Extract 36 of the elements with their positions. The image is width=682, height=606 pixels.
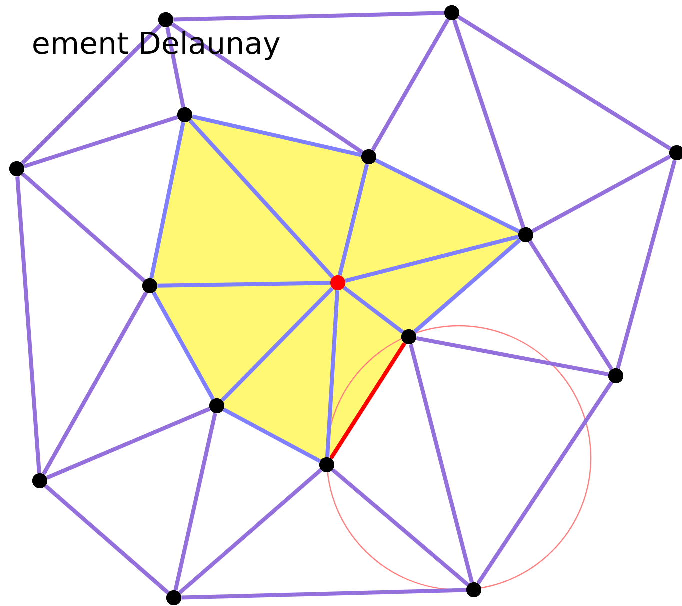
mesh-edge [171, 22, 364, 154]
mesh-edge [414, 238, 522, 334]
mesh-edge [329, 342, 407, 460]
mesh-edge [528, 240, 614, 371]
mesh-edge [532, 154, 672, 234]
mesh-edge [178, 468, 322, 594]
mesh-edge [325, 290, 340, 458]
mesh-edge [338, 164, 370, 276]
mesh-edge [158, 281, 330, 288]
mesh-edge [332, 468, 470, 587]
mesh-edge [21, 24, 162, 165]
mesh-edge [46, 407, 211, 480]
mesh-edge [188, 119, 334, 279]
mesh-edge [616, 160, 677, 370]
mesh-edge [174, 413, 218, 591]
mesh-edge [21, 172, 146, 282]
mesh-edge [152, 292, 215, 400]
mesh-edge [44, 484, 170, 594]
mesh-edge [371, 18, 450, 152]
mesh-edge [192, 114, 362, 158]
mesh-edge [182, 588, 466, 600]
mesh-edge [416, 336, 609, 377]
mesh-edge [375, 158, 520, 234]
mesh-edge [452, 20, 526, 228]
mesh-edge [16, 176, 42, 474]
mesh-edge [174, 11, 444, 22]
mesh-edge [344, 234, 520, 284]
mesh-edge [476, 381, 614, 585]
mesh-edge [342, 286, 404, 334]
mesh-edge [408, 344, 474, 584]
mesh-edge [150, 122, 186, 279]
mesh-edge [24, 115, 178, 169]
mesh-edge [42, 292, 148, 476]
mesh-edge [222, 408, 322, 464]
mesh-edge [457, 15, 672, 151]
mesh-edge [220, 287, 334, 402]
